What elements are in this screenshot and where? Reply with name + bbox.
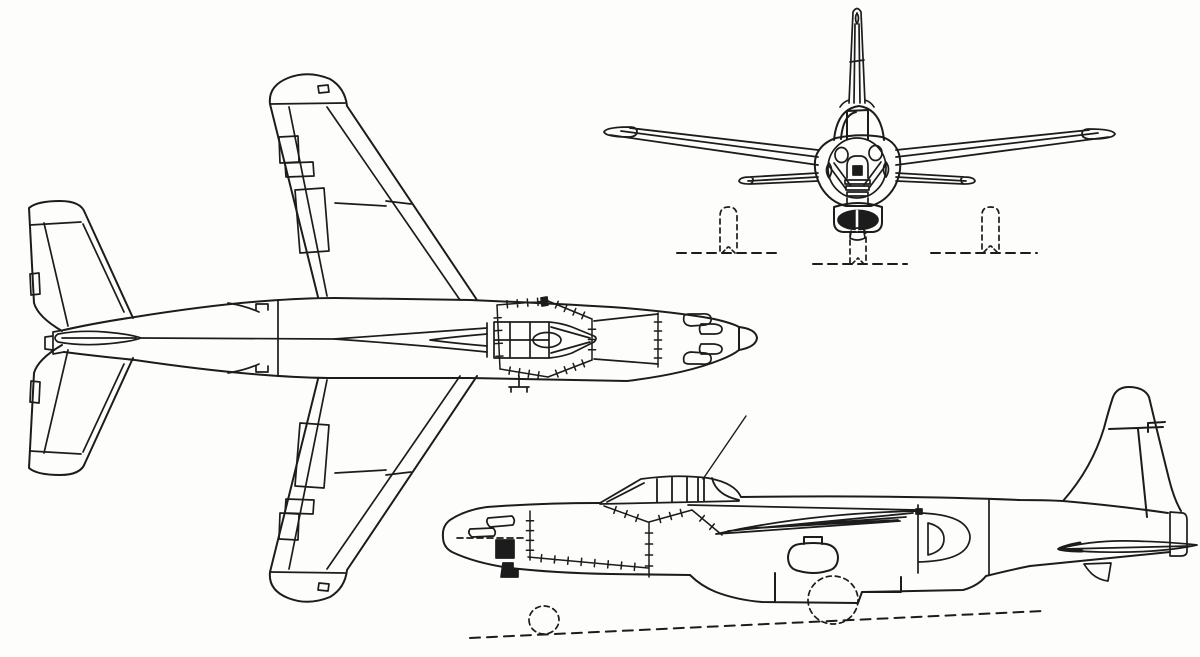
stitched-panel-line [604, 506, 648, 522]
stitched-panel-line [654, 313, 661, 367]
cooling-louvers [845, 180, 870, 196]
tail-cone-cap [1170, 512, 1187, 556]
fin-front [840, 9, 874, 108]
front-view [604, 9, 1115, 265]
stabilizer-left-details [30, 222, 124, 326]
stabilizer-right-outline [29, 345, 133, 475]
dark-square [853, 166, 862, 175]
fuselage-upper-edge [64, 298, 739, 330]
drop-tank [788, 537, 838, 573]
fuselage-front-outline [815, 135, 901, 206]
wing-right-tabs [279, 423, 329, 540]
wing-root-profile [716, 511, 919, 534]
stabilizer-right-details [30, 350, 124, 454]
stitched-panel-line [526, 511, 533, 560]
gear-right-dashed [982, 207, 999, 249]
aft-fuselage-vents [228, 300, 278, 376]
gear-contact-marks [722, 246, 997, 264]
boarding-step-dark [501, 563, 518, 577]
nose-cap [739, 327, 757, 350]
wing-left-tabs [279, 136, 329, 253]
intake-eyes [835, 146, 882, 163]
stitched-panel-line [548, 360, 592, 377]
ground-reference-lines [677, 253, 1037, 264]
stitched-panel-line [494, 305, 503, 369]
stitched-panel-line [548, 301, 592, 319]
windscreen-inner [533, 327, 590, 353]
belly-fairing [690, 552, 1170, 603]
side-ports [827, 162, 889, 178]
ground-line-dashed [470, 611, 1043, 638]
pod-neck [847, 198, 868, 206]
antenna-wire [703, 416, 746, 479]
tailplane-front [739, 173, 975, 184]
canopy-side [600, 476, 741, 504]
shoulder-line [688, 505, 917, 510]
ventral-pod [834, 203, 882, 232]
diagonal-braces [829, 162, 886, 189]
canopy-frame [487, 322, 596, 358]
stitched-panel-line [692, 510, 722, 535]
stabilizer-left-outline [29, 201, 133, 331]
stitched-panel-line [497, 298, 548, 308]
wing-left-outline [270, 74, 477, 300]
gunsight-dome [847, 156, 868, 178]
canopy-front [834, 106, 884, 140]
cowl-inner-ring [828, 138, 886, 198]
stitched-panel-line [588, 319, 595, 360]
wing-right-details [270, 376, 460, 591]
ventral-fin [1084, 563, 1111, 581]
nose-hatches [469, 516, 514, 537]
stitched-panel-line [528, 555, 648, 571]
nose-outline [443, 503, 690, 575]
dorsal-spine-fairing [334, 328, 487, 352]
pitot-mast [509, 376, 529, 392]
aft-access-panels [918, 500, 989, 575]
fin-edge-on-lens [55, 331, 334, 344]
side-view [443, 387, 1197, 638]
pod-tail [850, 232, 865, 240]
stitched-panel-line [500, 367, 548, 379]
tail-cap [45, 330, 64, 354]
spine-line [741, 496, 1168, 513]
stitched-panel-line [645, 522, 652, 577]
wing-left-details [270, 85, 460, 300]
tailplane-side-lens [1058, 541, 1197, 552]
nose-gun-troughs [684, 314, 722, 364]
wings-front [604, 127, 1115, 165]
tailplane-leading-edge-thick [1059, 543, 1082, 551]
fuselage-lower-edge [64, 350, 739, 381]
wheels-dashed [529, 576, 858, 634]
gear-left-dashed [720, 207, 737, 251]
plan-view [29, 74, 757, 602]
fin-side [1063, 387, 1181, 517]
gear-nose-dashed [850, 228, 866, 263]
gun-port-dark [496, 540, 514, 558]
cockpit-to-nose-lines [594, 314, 658, 364]
wing-right-outline [270, 376, 477, 602]
stitched-panel-line [649, 510, 692, 523]
